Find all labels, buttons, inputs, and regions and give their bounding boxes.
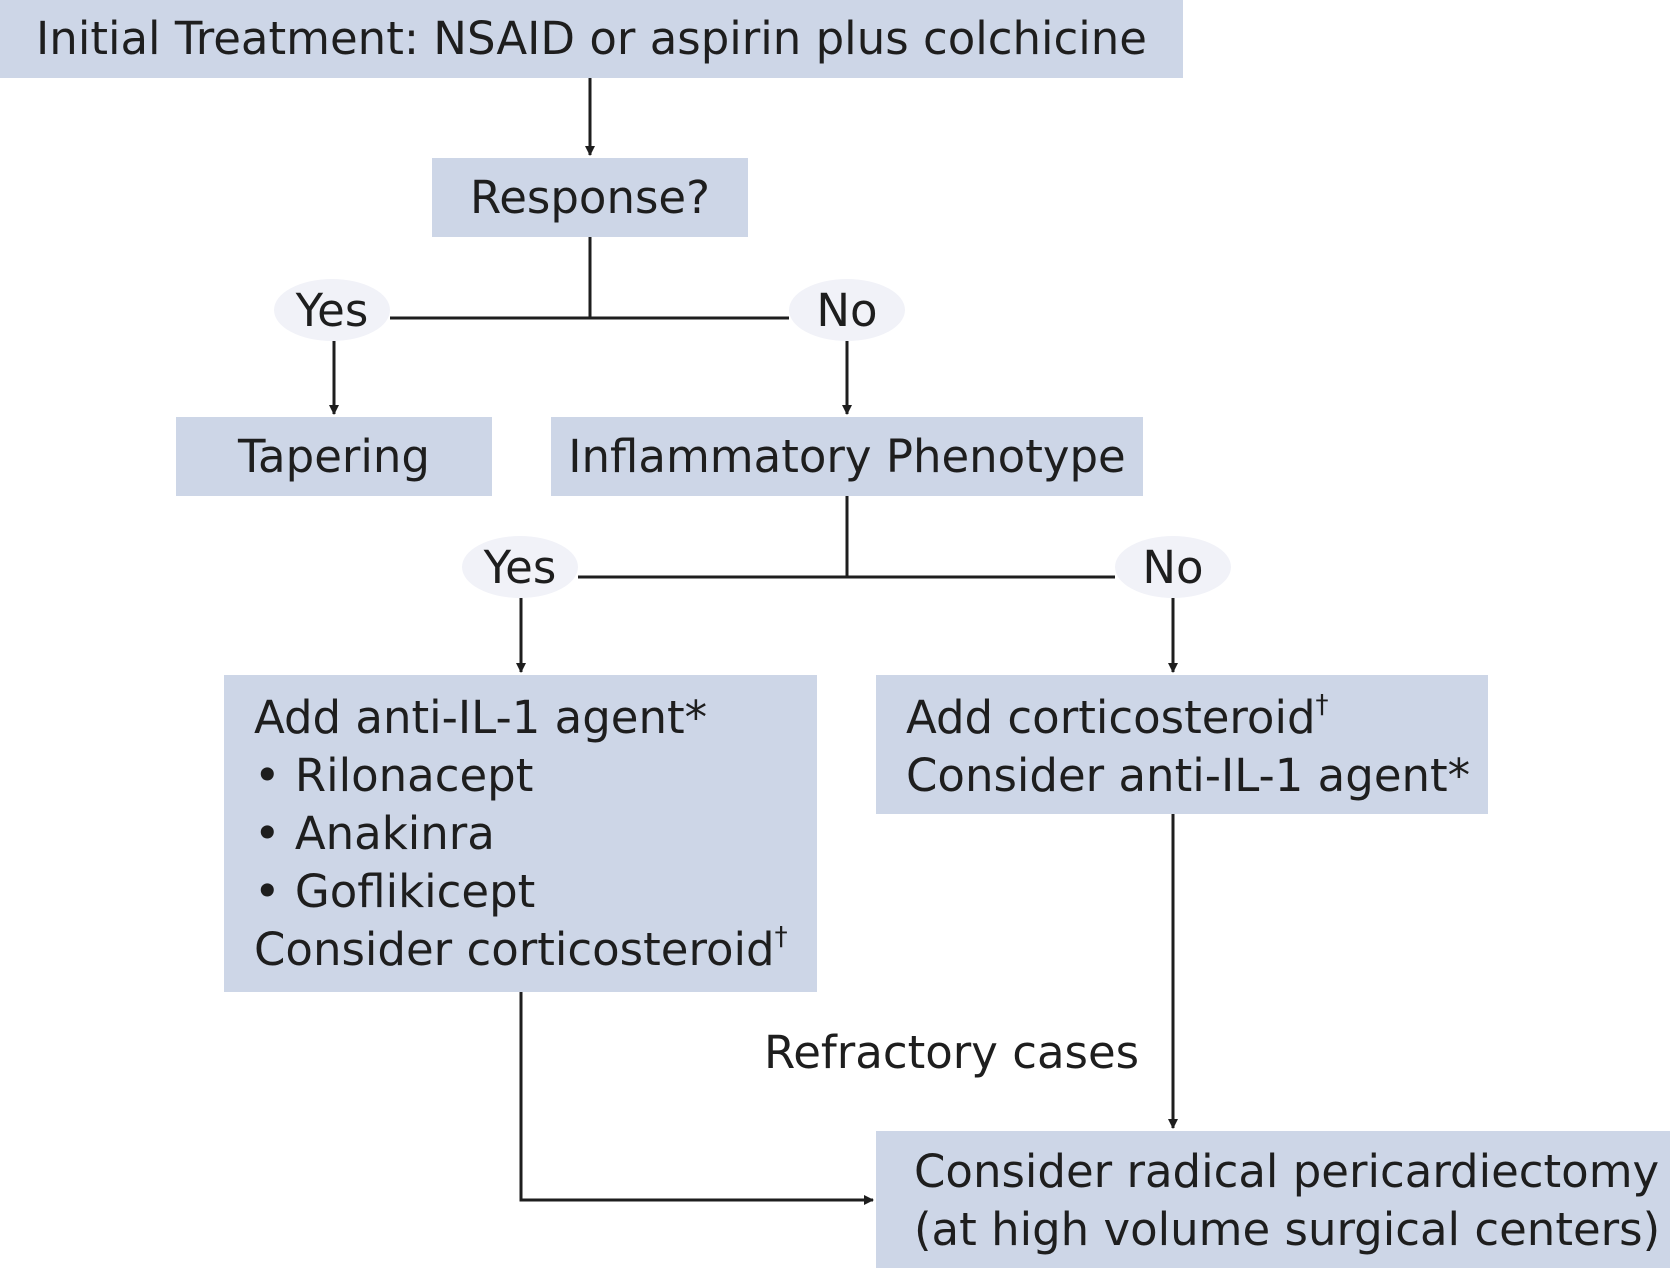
corticosteroid-box: Add corticosteroid† Consider anti-IL-1 a… <box>876 675 1488 814</box>
add-corticosteroid-text: Add corticosteroid <box>906 691 1316 744</box>
pericardiectomy-line-2: (at high volume surgical centers) <box>914 1203 1661 1256</box>
anti-il1-heading: Add anti-IL-1 agent* <box>254 691 708 744</box>
response-yes-label: Yes <box>295 283 369 337</box>
arrow-anti-il1-to-pericardiectomy <box>519 992 874 1205</box>
agent-item-goflikicept: • Goflikicept <box>254 865 536 918</box>
consider-corticosteroid-text: Consider corticosteroid <box>254 923 775 976</box>
tapering-label: Tapering <box>238 429 430 483</box>
inflammatory-phenotype-box: Inflammatory Phenotype <box>551 417 1143 496</box>
response-no-label: No <box>816 283 878 337</box>
inflammatory-phenotype-label: Inflammatory Phenotype <box>568 429 1126 483</box>
pericardiectomy-box: Consider radical pericardiectomy (at hig… <box>876 1131 1670 1268</box>
response-yes-oval: Yes <box>274 279 390 341</box>
consider-corticosteroid-line: Consider corticosteroid† <box>254 921 817 979</box>
response-box: Response? <box>432 158 748 237</box>
dagger-footnote-mark: † <box>774 922 788 952</box>
response-no-oval: No <box>789 279 905 341</box>
phenotype-no-oval: No <box>1115 536 1231 598</box>
anti-il1-box: Add anti-IL-1 agent* • Rilonacept • Anak… <box>224 675 817 992</box>
dagger-footnote-mark: † <box>1315 690 1329 720</box>
agent-item-anakinra: • Anakinra <box>254 807 495 860</box>
add-corticosteroid-line: Add corticosteroid† <box>906 689 1488 747</box>
refractory-cases-label: Refractory cases <box>764 1026 1140 1079</box>
tapering-box: Tapering <box>176 417 492 496</box>
agent-item-rilonacept: • Rilonacept <box>254 749 534 802</box>
phenotype-yes-oval: Yes <box>462 536 578 598</box>
initial-treatment-box: Initial Treatment: NSAID or aspirin plus… <box>0 0 1183 78</box>
consider-anti-il1-line: Consider anti-IL-1 agent* <box>906 749 1471 802</box>
initial-treatment-label: Initial Treatment: NSAID or aspirin plus… <box>36 12 1147 65</box>
pericardiectomy-line-1: Consider radical pericardiectomy <box>914 1145 1660 1198</box>
response-label: Response? <box>469 170 710 224</box>
phenotype-yes-label: Yes <box>483 540 557 594</box>
phenotype-no-label: No <box>1142 540 1204 594</box>
